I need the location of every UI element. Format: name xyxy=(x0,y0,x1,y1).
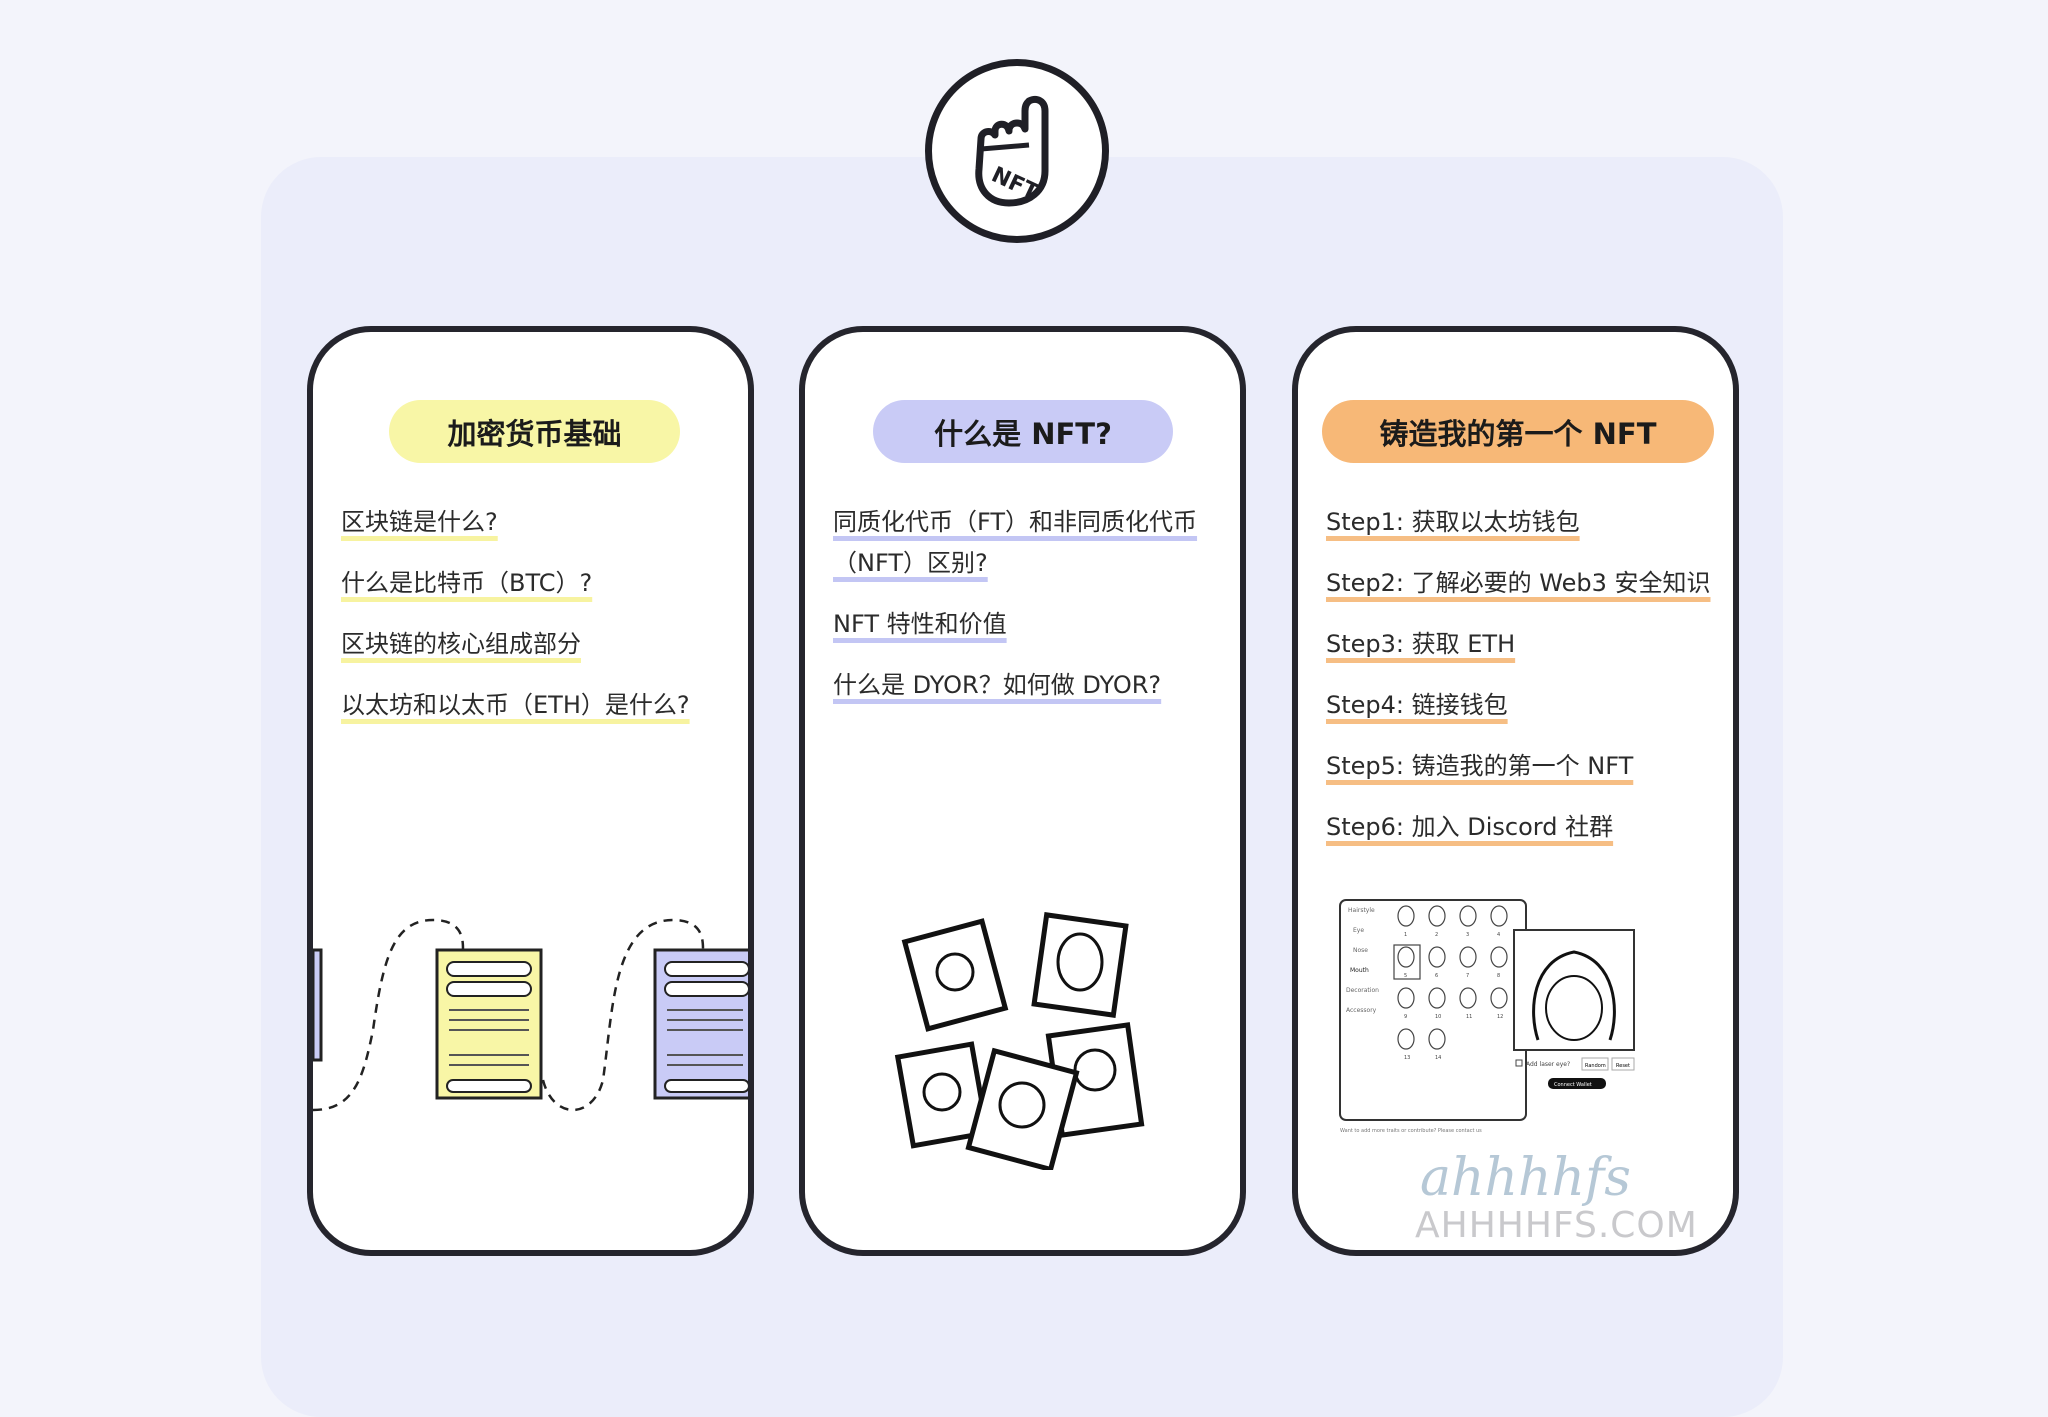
step-link[interactable]: Step5: 铸造我的第一个 NFT xyxy=(1326,752,1634,780)
trait-option[interactable] xyxy=(1397,905,1415,927)
watermark-site: AHHHHFS.COM xyxy=(1415,1205,1698,1246)
connect-wallet-label: Connect Wallet xyxy=(1554,1082,1592,1088)
trait-option[interactable] xyxy=(1428,946,1446,968)
step-link[interactable]: Step6: 加入 Discord 社群 xyxy=(1326,813,1614,841)
trait-option[interactable] xyxy=(1428,1028,1446,1050)
card-crypto-basics: 加密货币基础 区块链是什么? 什么是比特币（BTC）? 区块链的核心组成部分 以… xyxy=(307,326,754,1256)
lesson-link[interactable]: 同质化代币（FT）和非同质化代币（NFT）区别? xyxy=(833,508,1198,577)
footer-note: Want to add more traits or contribute? P… xyxy=(1340,1128,1482,1134)
trait-option[interactable] xyxy=(1459,905,1477,927)
card-what-is-nft: 什么是 NFT? 同质化代币（FT）和非同质化代币（NFT）区别? NFT 特性… xyxy=(799,326,1246,1256)
step-link[interactable]: Step2: 了解必要的 Web3 安全知识 xyxy=(1326,569,1711,597)
card-title-pill: 加密货币基础 xyxy=(389,400,680,463)
trait-label[interactable]: Mouth xyxy=(1350,967,1369,974)
trait-option-label: 1 xyxy=(1404,932,1407,938)
random-button-label: Random xyxy=(1585,1063,1606,1069)
reset-button[interactable] xyxy=(1611,1057,1635,1071)
lesson-link[interactable]: 区块链是什么? xyxy=(341,508,498,536)
laser-eye-checkbox[interactable] xyxy=(1515,1059,1523,1067)
lesson-link[interactable]: 什么是比特币（BTC）? xyxy=(341,569,593,597)
nft-logo: NFT xyxy=(925,59,1109,243)
trait-option[interactable] xyxy=(1490,987,1508,1009)
trait-label[interactable]: Decoration xyxy=(1346,987,1379,994)
step-link[interactable]: Step3: 获取 ETH xyxy=(1326,630,1516,658)
trait-label[interactable]: Eye xyxy=(1353,927,1364,934)
trait-option[interactable] xyxy=(1397,987,1415,1009)
trait-option-label: 7 xyxy=(1466,973,1469,979)
selected-option-frame xyxy=(1393,944,1421,980)
lesson-link[interactable]: 以太坊和以太币（ETH）是什么? xyxy=(341,691,690,719)
lesson-link[interactable]: 区块链的核心组成部分 xyxy=(341,630,581,658)
card-title-pill: 铸造我的第一个 NFT xyxy=(1322,400,1714,463)
trait-option[interactable] xyxy=(1397,946,1415,968)
nft-hand-icon: NFT xyxy=(975,95,1049,207)
step-link[interactable]: Step4: 链接钱包 xyxy=(1326,691,1508,719)
connect-wallet-button[interactable] xyxy=(1548,1078,1606,1089)
lesson-link[interactable]: NFT 特性和价值 xyxy=(833,610,1007,638)
trait-option[interactable] xyxy=(1490,946,1508,968)
trait-option-label: 10 xyxy=(1435,1014,1441,1020)
trait-label[interactable]: Accessory xyxy=(1346,1007,1377,1014)
step-link[interactable]: Step1: 获取以太坊钱包 xyxy=(1326,508,1580,536)
trait-label[interactable]: Nose xyxy=(1353,947,1368,954)
watermark-logo: ahhhhfs xyxy=(1420,1148,1631,1208)
nft-avatars-illustration xyxy=(894,912,1145,1170)
trait-option-label: 9 xyxy=(1404,1014,1407,1020)
trait-option[interactable] xyxy=(1428,905,1446,927)
trait-option[interactable] xyxy=(1397,1028,1415,1050)
trait-option[interactable] xyxy=(1490,905,1508,927)
trait-option-label: 2 xyxy=(1435,932,1438,938)
avatar-preview xyxy=(1513,929,1635,1051)
trait-option-label: 14 xyxy=(1435,1055,1441,1061)
trait-option-label: 13 xyxy=(1404,1055,1410,1061)
trait-option-label: 12 xyxy=(1497,1014,1503,1020)
trait-option-label: 11 xyxy=(1466,1014,1472,1020)
random-button[interactable] xyxy=(1581,1057,1609,1071)
blockchain-illustration xyxy=(313,918,748,1112)
trait-option-label: 6 xyxy=(1435,973,1438,979)
trait-option[interactable] xyxy=(1428,987,1446,1009)
trait-label[interactable]: Hairstyle xyxy=(1348,907,1375,914)
card-mint-first-nft: 铸造我的第一个 NFT Step1: 获取以太坊钱包 Step2: 了解必要的 … xyxy=(1292,326,1739,1256)
laser-eye-label: Add laser eye? xyxy=(1526,1061,1570,1068)
trait-option-label: 5 xyxy=(1404,973,1407,979)
lesson-link[interactable]: 什么是 DYOR？如何做 DYOR? xyxy=(833,671,1162,699)
reset-button-label: Reset xyxy=(1616,1063,1630,1069)
trait-option[interactable] xyxy=(1459,987,1477,1009)
trait-option-label: 8 xyxy=(1497,973,1500,979)
trait-option-label: 4 xyxy=(1497,932,1500,938)
trait-option[interactable] xyxy=(1459,946,1477,968)
card-title-pill: 什么是 NFT? xyxy=(873,400,1173,463)
trait-option-label: 3 xyxy=(1466,932,1469,938)
